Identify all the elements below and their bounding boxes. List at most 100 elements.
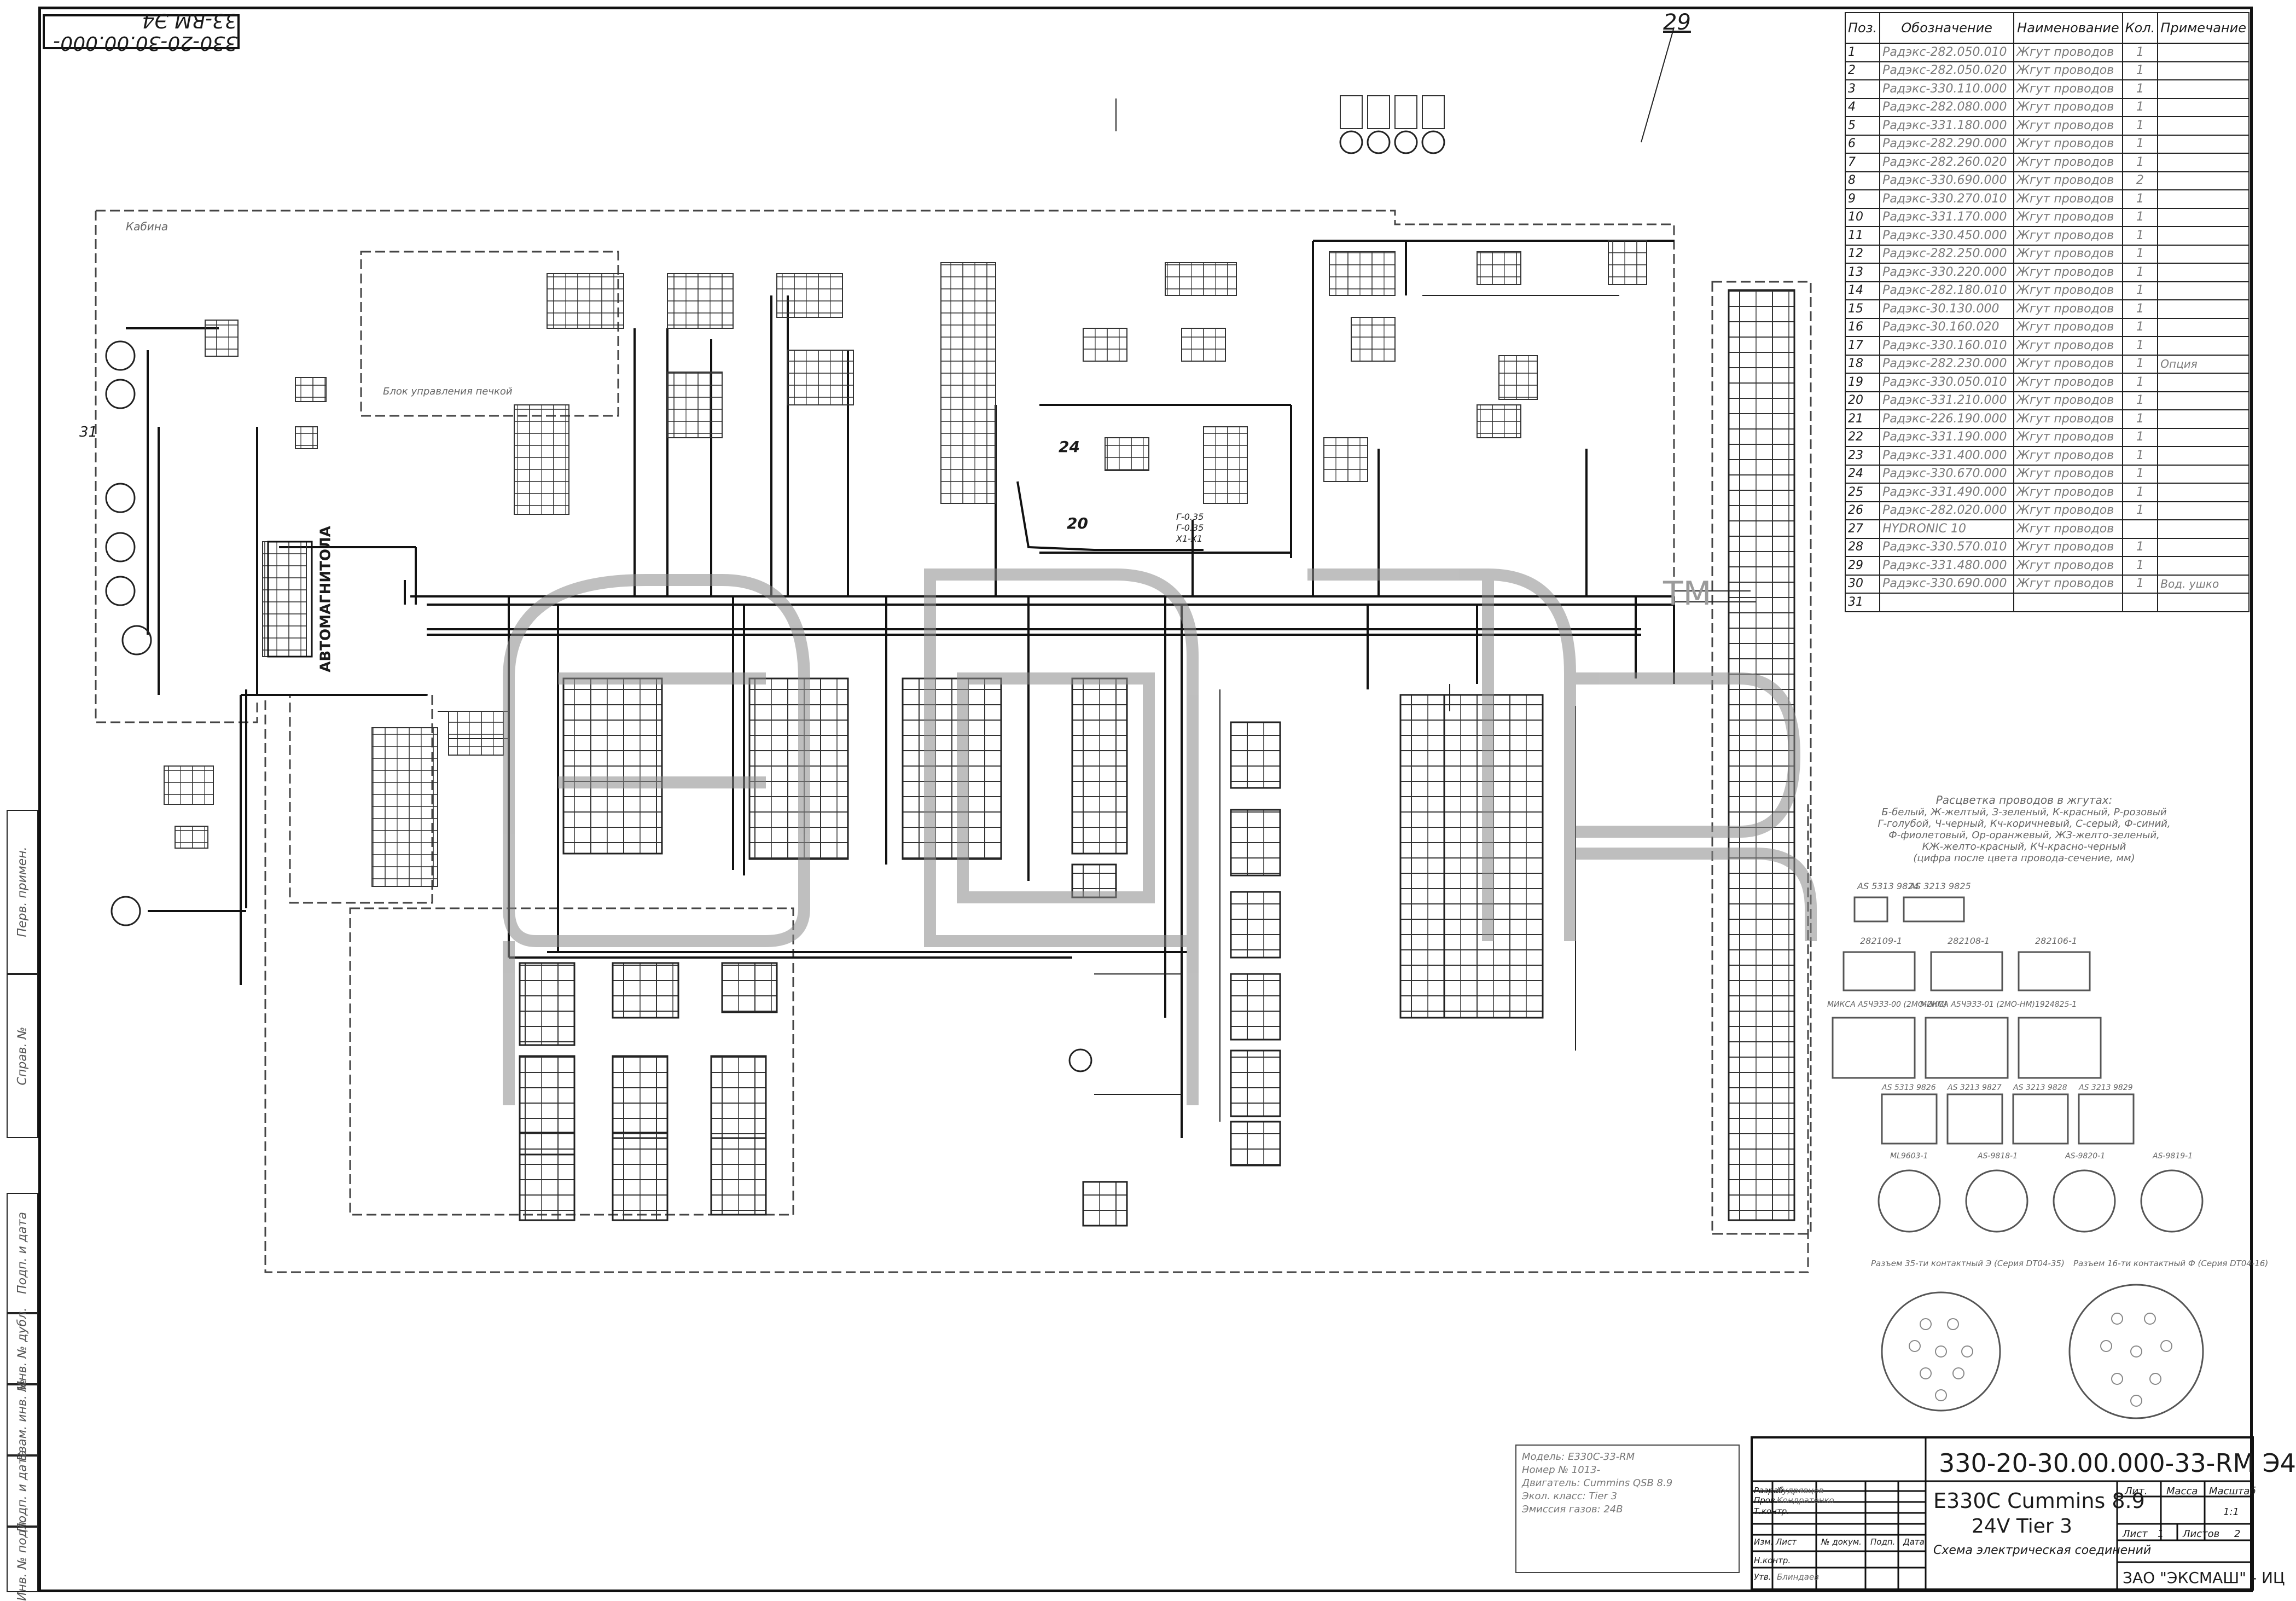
spec-cell-pos: 9 bbox=[1844, 189, 1881, 209]
scale-value: 1:1 bbox=[2223, 1506, 2239, 1518]
spec-cell-note bbox=[2157, 171, 2250, 190]
connector-label: AS-9818-1 bbox=[1978, 1152, 2018, 1161]
notes-line: Номер № 1013- bbox=[1522, 1464, 1601, 1476]
spec-cell-qty: 2 bbox=[2121, 171, 2159, 190]
spec-cell-des: Радэкс-30.130.000 bbox=[1879, 299, 2015, 319]
cab-label: Кабина bbox=[126, 220, 168, 233]
spec-cell-qty: 1 bbox=[2121, 464, 2159, 484]
small-label-1: Г-0.35 bbox=[1176, 512, 1204, 522]
spec-cell-qty: 1 bbox=[2121, 574, 2159, 594]
spec-cell-qty: 1 bbox=[2121, 97, 2159, 117]
spec-cell-name: Жгут проводов bbox=[2013, 354, 2123, 374]
spec-cell-note bbox=[2157, 373, 2250, 392]
spec-cell-pos: 16 bbox=[1844, 317, 1881, 337]
name-prov: Кондратенко bbox=[1777, 1495, 1834, 1505]
spec-cell-note bbox=[2157, 537, 2250, 557]
spec-cell-qty: 1 bbox=[2121, 446, 2159, 466]
col-list: Лист bbox=[1776, 1537, 1797, 1547]
side-strip: Перв. примен. Справ. № Подп. и дата Инв.… bbox=[7, 810, 38, 1601]
title-block-code: 330-20-30.00.000-33-RM Э4 bbox=[1939, 1448, 2296, 1478]
spec-cell-pos: 17 bbox=[1844, 336, 1881, 356]
spec-header-qty: Кол. bbox=[2121, 12, 2159, 44]
connector-label: AS 5313 9826 bbox=[1882, 1083, 1936, 1092]
spec-cell-note bbox=[2157, 43, 2250, 62]
spec-cell-des: Радэкс-330.050.010 bbox=[1879, 373, 2015, 392]
spec-cell-qty: 1 bbox=[2121, 501, 2159, 520]
connector-label: Разъем 35-ти контактный Э (Серия DT04-35… bbox=[1871, 1258, 2065, 1268]
sheet-value: 1 bbox=[2158, 1528, 2164, 1540]
spec-cell-pos: 12 bbox=[1844, 244, 1881, 264]
legend-line: Расцветка проводов в жгутах: bbox=[1935, 793, 2113, 807]
spec-cell-name: Жгут проводов bbox=[2013, 574, 2123, 594]
spec-cell-qty: 1 bbox=[2121, 263, 2159, 282]
spec-cell-des: Радэкс-330.270.010 bbox=[1879, 189, 2015, 209]
spec-cell-note bbox=[2157, 153, 2250, 172]
spec-row: 31 bbox=[1844, 593, 2250, 612]
spec-cell-des: Радэкс-331.190.000 bbox=[1879, 427, 2015, 447]
spec-cell-pos: 24 bbox=[1844, 464, 1881, 484]
company: ЗАО "ЭКСМАШ" - ИЦ bbox=[2123, 1569, 2285, 1587]
col-doc: № докум. bbox=[1821, 1537, 1862, 1547]
watermark-tm: TM bbox=[1663, 575, 1712, 613]
legend-line: (цифра после цвета провода-сечение, мм) bbox=[1913, 852, 2135, 864]
spec-cell-name: Жгут проводов bbox=[2013, 464, 2123, 484]
spec-cell-des: Радэкс-330.220.000 bbox=[1879, 263, 2015, 282]
spec-cell-des: Радэкс-331.400.000 bbox=[1879, 446, 2015, 466]
connector-label: МИКСА А5ЧЭЗЗ-00 (2МО-2НМ) bbox=[1827, 1000, 1947, 1009]
spec-cell-note bbox=[2157, 391, 2250, 410]
wire-color-legend: Расцветка проводов в жгутах: Б-белый, Ж-… bbox=[1811, 793, 2237, 864]
spec-header-name: Наименование bbox=[2013, 12, 2123, 44]
spec-cell-pos: 8 bbox=[1844, 171, 1881, 190]
connector-label: AS-9819-1 bbox=[2153, 1152, 2193, 1161]
lit-label: Лит. bbox=[2125, 1486, 2148, 1497]
connector-blocks bbox=[164, 240, 1647, 887]
connector-label: 282106-1 bbox=[2035, 936, 2078, 946]
spec-cell-des: Радэкс-30.160.020 bbox=[1879, 317, 2015, 337]
spec-cell-qty: 1 bbox=[2121, 281, 2159, 300]
spec-cell-qty: 1 bbox=[2121, 134, 2159, 154]
connector-label: МИКСА А5ЧЭЗЗ-01 (2МО-НМ) bbox=[1920, 1000, 2036, 1009]
spec-cell-pos: 14 bbox=[1844, 281, 1881, 300]
side-cell: Подп. и дата bbox=[7, 1193, 38, 1313]
spec-cell-des: Радэкс-330.690.000 bbox=[1879, 574, 2015, 594]
heater-label: Блок управления печкой bbox=[383, 386, 513, 397]
spec-cell-qty: 1 bbox=[2121, 43, 2159, 62]
spec-header-pos: Поз. bbox=[1844, 12, 1881, 44]
spec-cell-note bbox=[2157, 593, 2250, 612]
notes-line: Эмиссия газов: 24В bbox=[1522, 1504, 1623, 1515]
spec-cell-des: Радэкс-330.690.000 bbox=[1879, 171, 2015, 190]
spec-cell-qty: 1 bbox=[2121, 244, 2159, 264]
side-cell: Инв. № подл. bbox=[7, 1518, 38, 1601]
spec-cell-des: Радэкс-330.570.010 bbox=[1879, 537, 2015, 557]
role-razrab: Разраб. bbox=[1754, 1486, 1786, 1495]
side-label: Подп. и дата bbox=[15, 1212, 30, 1294]
spec-cell-qty: 1 bbox=[2121, 61, 2159, 80]
spec-cell-name: Жгут проводов bbox=[2013, 134, 2123, 154]
spec-cell-name: Жгут проводов bbox=[2013, 97, 2123, 117]
spec-cell-des: Радэкс-331.480.000 bbox=[1879, 556, 2015, 576]
legend-line: Б-белый, Ж-желтый, З-зеленый, К-красный,… bbox=[1881, 807, 2167, 818]
title-block-name-2: 24V Tier 3 bbox=[1972, 1515, 2073, 1538]
spec-cell-pos: 7 bbox=[1844, 153, 1881, 172]
spec-cell-pos: 27 bbox=[1844, 519, 1881, 539]
spec-cell-note bbox=[2157, 263, 2250, 282]
spec-cell-note bbox=[2157, 483, 2250, 502]
spec-cell-des: Радэкс-282.050.010 bbox=[1879, 43, 2015, 62]
spec-cell-qty bbox=[2121, 519, 2159, 539]
connector-label: AS 3213 9827 bbox=[1948, 1083, 2002, 1092]
legend-line: КЖ-желто-красный, КЧ-красно-черный bbox=[1922, 841, 2126, 852]
spec-cell-pos: 6 bbox=[1844, 134, 1881, 154]
spec-cell-name: Жгут проводов bbox=[2013, 61, 2123, 80]
connector-label: AS 3213 9828 bbox=[2013, 1083, 2067, 1092]
side-cell: Перв. примен. bbox=[7, 810, 38, 974]
role-utv: Утв. bbox=[1754, 1572, 1771, 1582]
side-cell: Взам. инв. № bbox=[7, 1379, 38, 1461]
spec-cell-pos: 11 bbox=[1844, 226, 1881, 246]
spec-cell-des: Радэкс-282.080.000 bbox=[1879, 97, 2015, 117]
